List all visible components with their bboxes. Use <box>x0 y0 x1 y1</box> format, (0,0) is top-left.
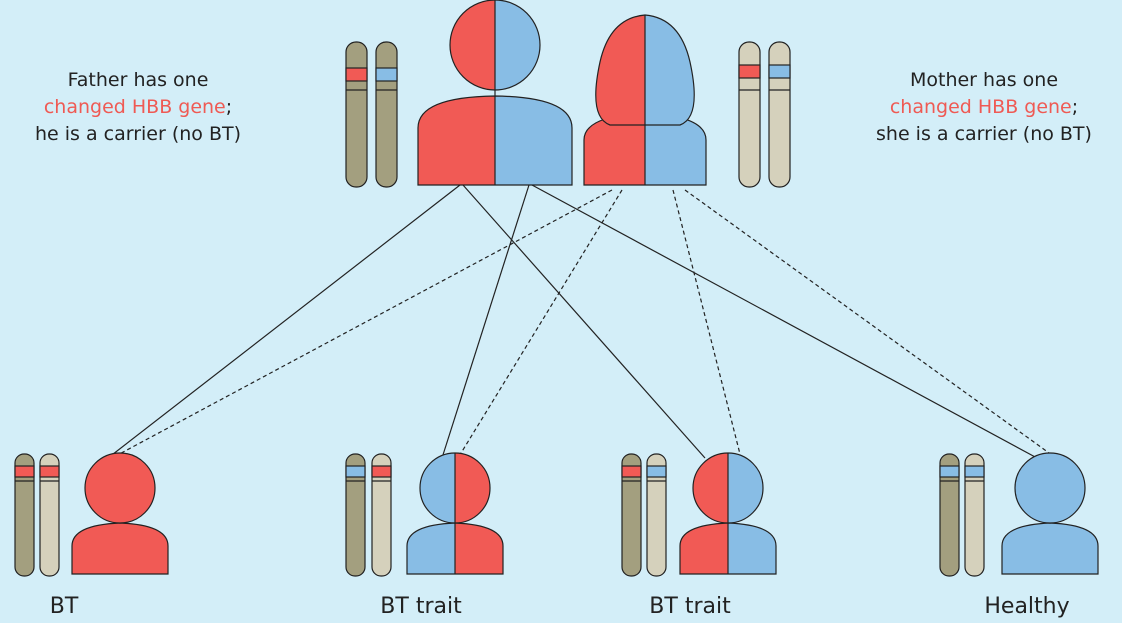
child-chromosomes-2 <box>345 453 392 577</box>
child-chromosomes-4 <box>939 453 985 577</box>
inheritance-lines <box>107 184 1057 459</box>
child-label-1: BT <box>49 594 79 619</box>
children <box>14 452 1099 577</box>
father-line-child-2 <box>441 184 530 459</box>
father-semicolon: ; <box>225 96 233 118</box>
gene-band-normal <box>768 64 791 79</box>
mother-line-3: she is a carrier (no BT) <box>876 123 1092 145</box>
child-chromosome <box>345 453 366 577</box>
gene-band <box>39 465 60 478</box>
father-line-2: changed HBB gene; <box>0 94 276 121</box>
mother-line-2: changed HBB gene; <box>846 94 1122 121</box>
father-chromosome-2 <box>375 41 398 188</box>
gene-band-changed <box>345 67 368 82</box>
child-chromosome <box>939 453 960 577</box>
gene-band <box>964 465 985 478</box>
mother-chromosome-1 <box>738 41 761 188</box>
child-head <box>85 453 155 523</box>
child-label-2: BT trait <box>380 594 462 619</box>
mother-line-child-3 <box>672 189 742 459</box>
child-figure-4 <box>1001 452 1099 575</box>
gene-band <box>646 465 667 478</box>
child-chromosome <box>14 453 35 577</box>
mother-description: Mother has one changed HBB gene; she is … <box>846 67 1122 148</box>
father-line-child-3 <box>462 184 706 459</box>
gene-band-normal <box>375 67 398 82</box>
father-description: Father has one changed HBB gene; he is a… <box>0 67 276 148</box>
child-chromosome <box>964 453 985 577</box>
gene-band <box>621 465 642 478</box>
gene-band <box>939 465 960 478</box>
father-line-3: he is a carrier (no BT) <box>34 123 242 145</box>
gene-band <box>14 465 35 478</box>
child-body <box>407 523 503 574</box>
child-body <box>72 523 168 574</box>
mother-line-child-1 <box>111 189 613 459</box>
mother-line-child-2 <box>457 189 623 459</box>
child-chromosomes-3 <box>621 453 667 577</box>
child-chromosome <box>371 453 392 577</box>
child-figure-3 <box>679 452 777 575</box>
child-label-4: Healthy <box>984 594 1070 619</box>
mother-gene-highlight: changed HBB gene <box>889 96 1072 118</box>
father-chromosome-1 <box>345 41 368 188</box>
mother-figure <box>583 14 707 186</box>
father-chromosomes <box>345 41 398 188</box>
father-gene-highlight: changed HBB gene <box>43 96 226 118</box>
child-chromosome <box>39 453 60 577</box>
child-figure-2 <box>406 452 504 575</box>
father-line-child-1 <box>107 184 461 459</box>
child-chromosomes-1 <box>14 453 60 577</box>
child-head <box>1015 453 1085 523</box>
gene-band-changed <box>738 64 761 79</box>
child-chromosome <box>646 453 667 577</box>
father-line-child-4 <box>531 184 1038 459</box>
child-label-3: BT trait <box>649 594 731 619</box>
father-line-1: Father has one <box>67 69 209 91</box>
gene-band <box>371 465 392 478</box>
child-figure-1 <box>71 452 169 575</box>
mother-semicolon: ; <box>1071 96 1079 118</box>
father-figure <box>417 0 573 186</box>
gene-band <box>345 465 366 478</box>
mother-line-child-4 <box>684 189 1057 459</box>
mother-chromosomes <box>738 41 791 188</box>
mother-line-1: Mother has one <box>909 69 1059 91</box>
child-body <box>680 523 776 574</box>
mother-chromosome-2 <box>768 41 791 188</box>
child-chromosome <box>621 453 642 577</box>
